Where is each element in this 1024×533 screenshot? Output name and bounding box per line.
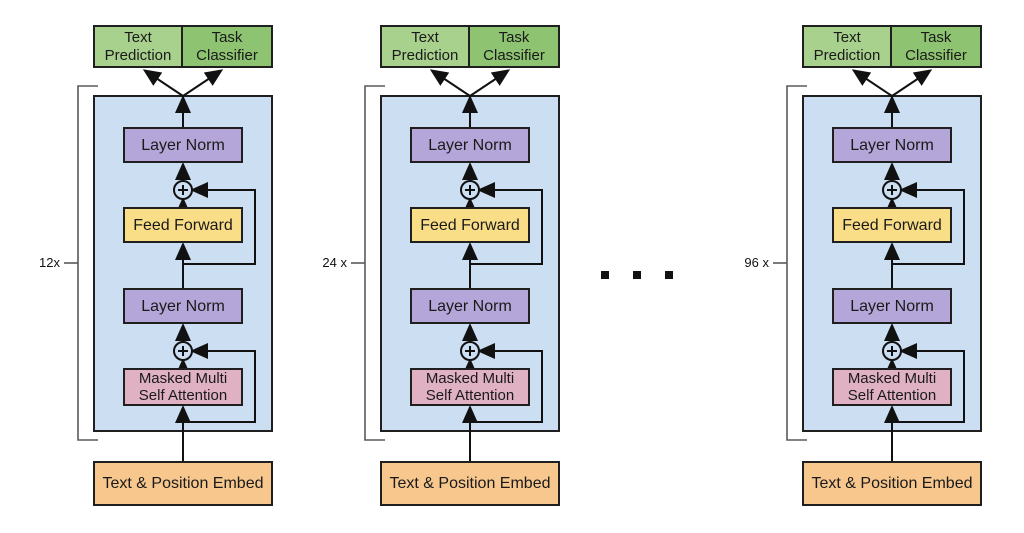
ellipsis-dot — [633, 271, 641, 279]
task-classifier-box: Task Classifier — [468, 25, 560, 68]
masked-attention-box: Masked Multi Self Attention — [410, 368, 530, 406]
repeat-count-label: 96 x — [744, 255, 769, 270]
text-position-embed-box: Text & Position Embed — [93, 461, 273, 506]
masked-attention-box: Masked Multi Self Attention — [832, 368, 952, 406]
text-prediction-box: Text Prediction — [93, 25, 183, 68]
text-position-embed-box: Text & Position Embed — [802, 461, 982, 506]
repeat-count-label: 12x — [39, 255, 60, 270]
ellipsis-dot — [601, 271, 609, 279]
layer-norm-box: Layer Norm — [410, 127, 530, 163]
transformer-stack-96x: 96 x Text Prediction Task Classifier Lay… — [709, 0, 994, 533]
feed-forward-box: Feed Forward — [410, 207, 530, 243]
layer-norm-box: Layer Norm — [123, 127, 243, 163]
transformer-stack-12x: 12x Text Prediction Task Classifier Laye… — [0, 0, 285, 533]
ellipsis-dot — [665, 271, 673, 279]
transformer-stack-24x: 24 x Text Prediction Task Classifier Lay… — [287, 0, 572, 533]
ellipsis-dots — [601, 271, 673, 279]
masked-attention-box: Masked Multi Self Attention — [123, 368, 243, 406]
layer-norm-box: Layer Norm — [832, 288, 952, 324]
feed-forward-box: Feed Forward — [832, 207, 952, 243]
layer-norm-box: Layer Norm — [123, 288, 243, 324]
task-classifier-box: Task Classifier — [181, 25, 273, 68]
text-position-embed-box: Text & Position Embed — [380, 461, 560, 506]
task-classifier-box: Task Classifier — [890, 25, 982, 68]
text-prediction-box: Text Prediction — [380, 25, 470, 68]
repeat-count-label: 24 x — [322, 255, 347, 270]
layer-norm-box: Layer Norm — [832, 127, 952, 163]
layer-norm-box: Layer Norm — [410, 288, 530, 324]
feed-forward-box: Feed Forward — [123, 207, 243, 243]
text-prediction-box: Text Prediction — [802, 25, 892, 68]
